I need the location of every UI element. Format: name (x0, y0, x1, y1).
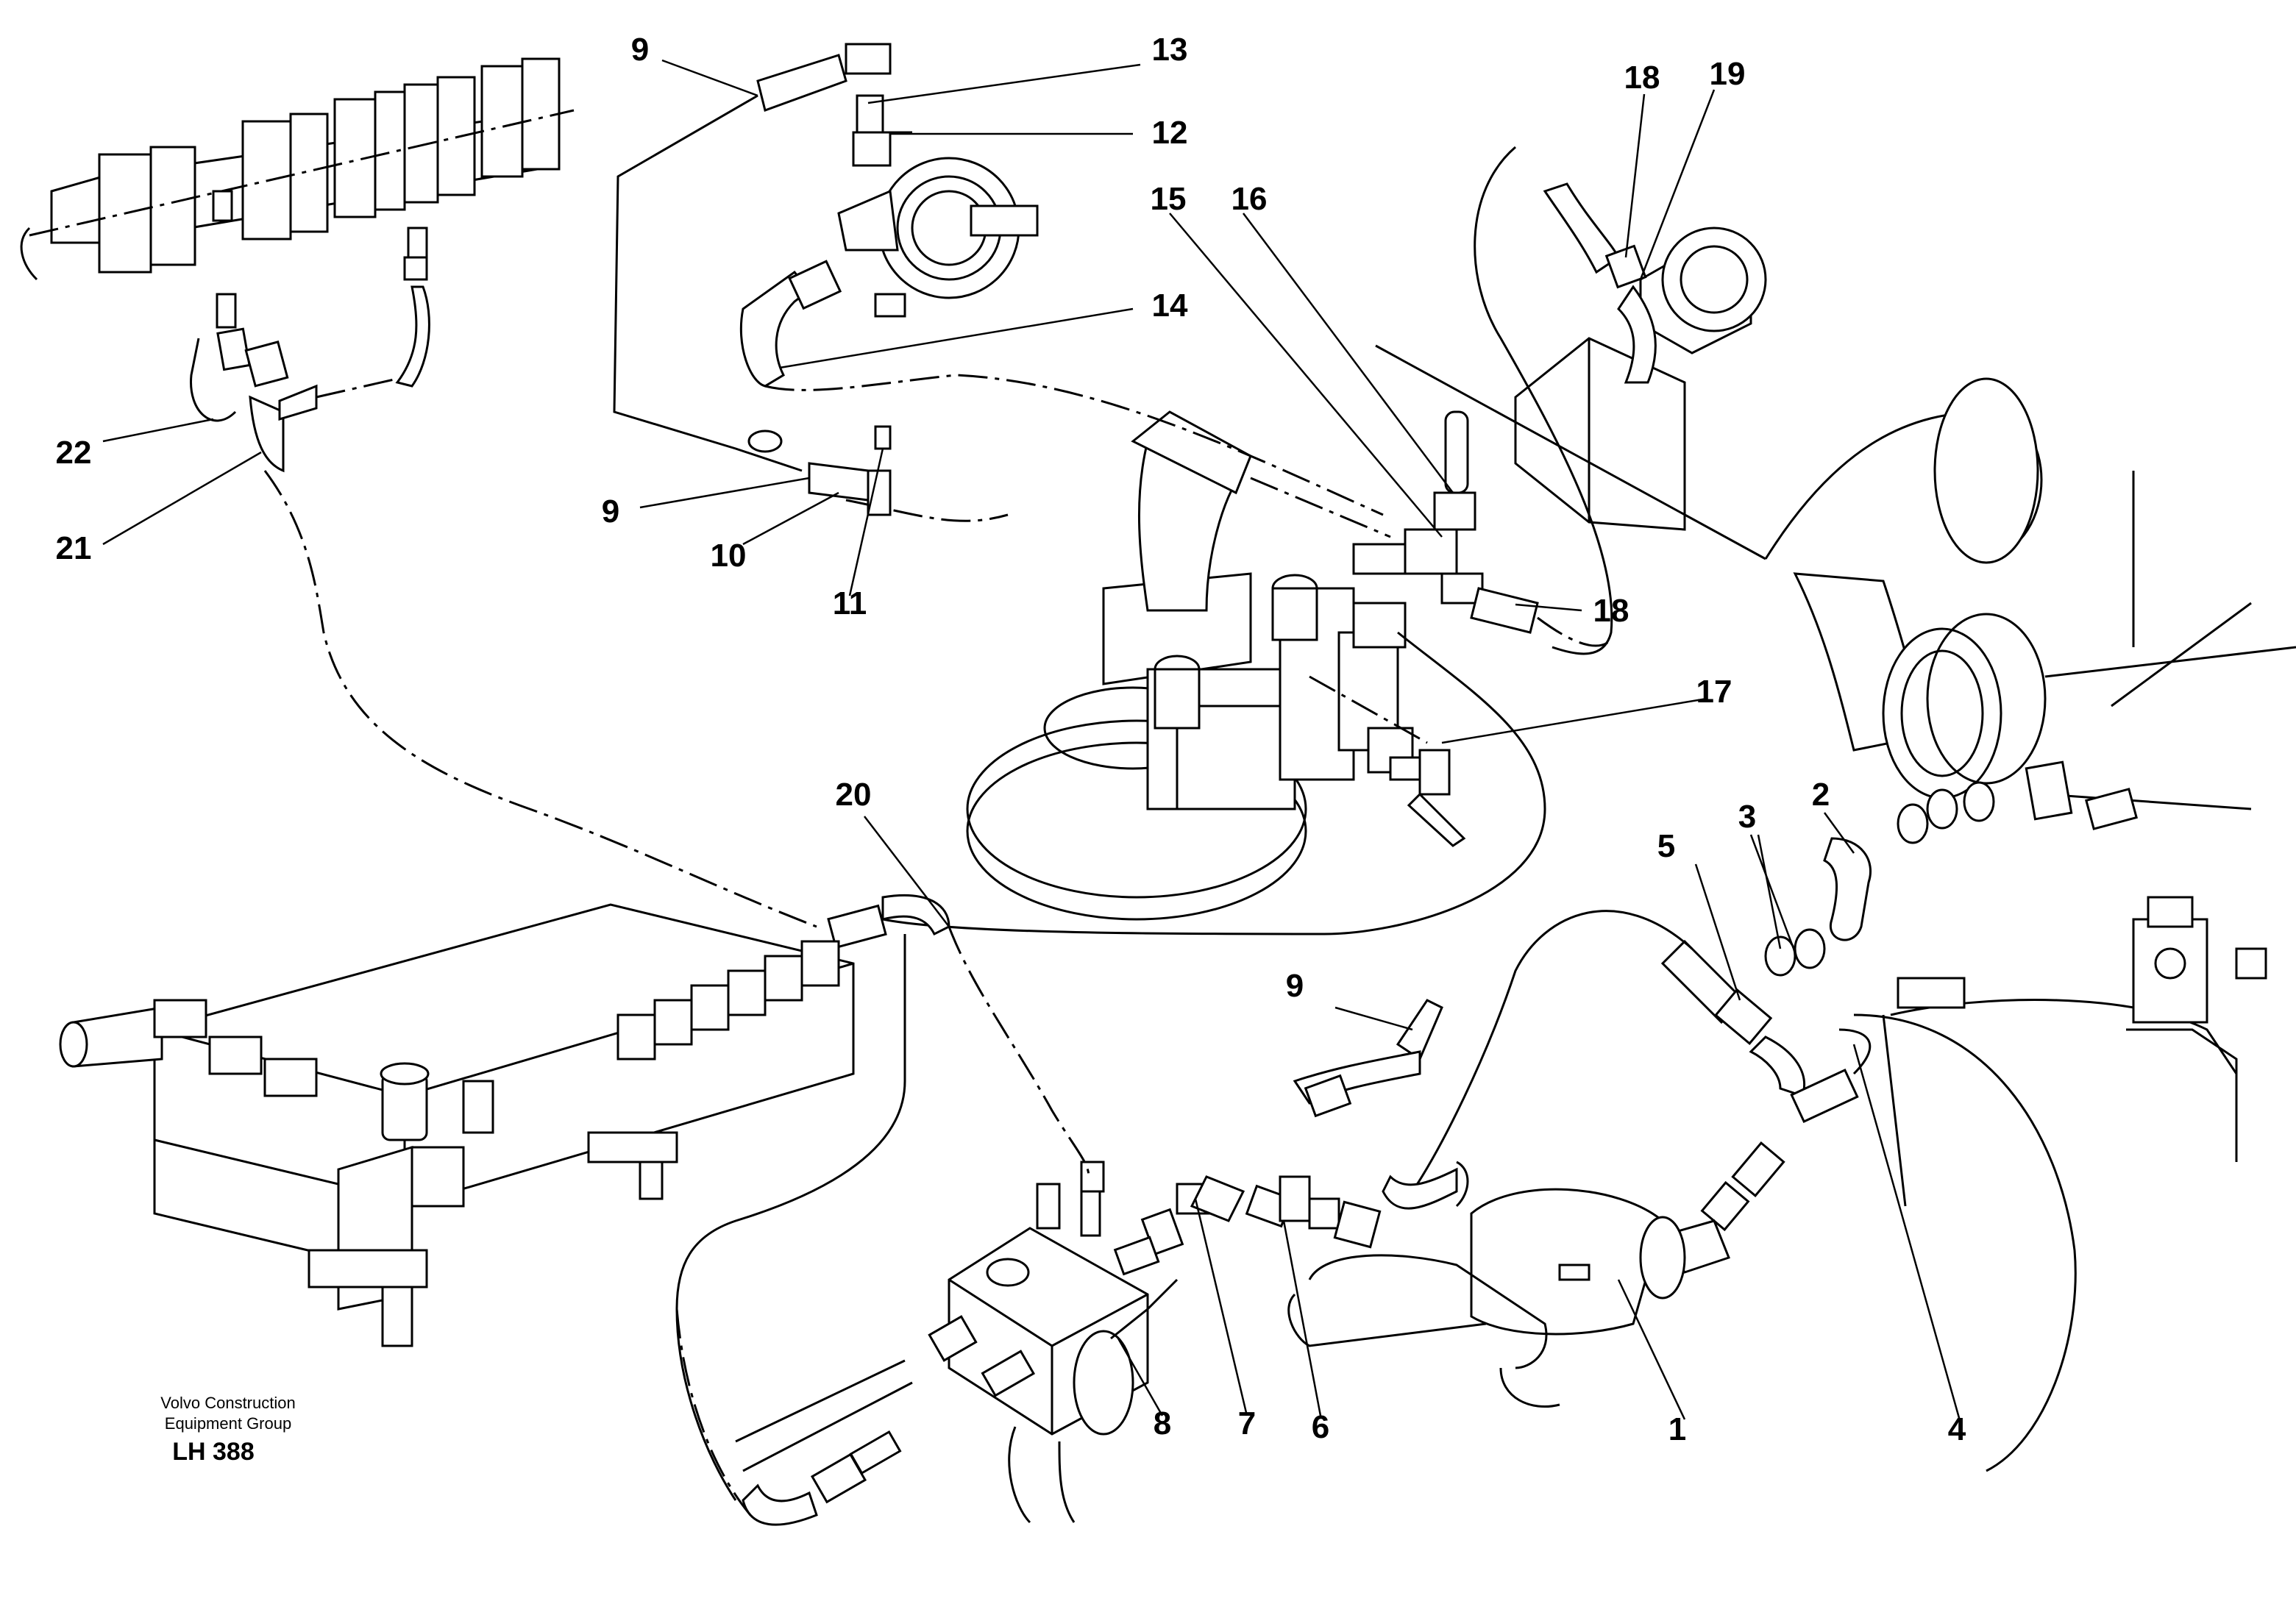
callouts: 1 2 3 4 5 6 7 8 9 9 9 10 11 12 13 14 15 … (56, 32, 1966, 1447)
callout-18-top: 18 (1624, 60, 1660, 96)
hose-20 (827, 894, 1090, 1177)
fitting-6 (1245, 1175, 1382, 1249)
callout-22: 22 (56, 435, 92, 471)
callout-9-lower: 9 (1286, 968, 1304, 1004)
engine-duct-assembly (1375, 344, 2296, 830)
clamp-10 (747, 425, 892, 516)
callout-1: 1 (1668, 1411, 1686, 1447)
callout-12: 12 (1152, 115, 1188, 151)
diagram-code: LH 388 (172, 1438, 255, 1466)
callout-18-middle: 18 (1593, 593, 1629, 629)
fittings-15-16-18 (1250, 410, 1613, 647)
caption-line-1: Volvo Construction (160, 1394, 295, 1412)
callout-3: 3 (1738, 799, 1756, 835)
callout-9-middle: 9 (602, 493, 619, 530)
valve-block-8 (735, 1161, 1179, 1524)
callout-19: 19 (1710, 56, 1746, 92)
callout-14: 14 (1152, 288, 1188, 324)
pipe-loop-17 (882, 631, 1546, 935)
callout-11: 11 (833, 585, 867, 621)
motor-bracket (1474, 146, 1767, 655)
clamps-2-3 (1764, 781, 1995, 977)
callout-20: 20 (836, 777, 872, 813)
return-line (675, 934, 906, 1501)
callout-10: 10 (711, 538, 747, 574)
fittings-1-4-5 (1660, 939, 1872, 1274)
cylinder-1 (1287, 1188, 1686, 1408)
pipe-9-upper (613, 94, 803, 472)
callout-13: 13 (1152, 32, 1188, 68)
callout-6: 6 (1312, 1409, 1329, 1445)
callout-9-top: 9 (631, 32, 649, 68)
leader-lines (102, 59, 1962, 1424)
hose-5-loop (1411, 910, 1693, 1192)
top-left-valve-block (20, 57, 575, 473)
caption-line-2: Equipment Group (165, 1414, 291, 1433)
callout-8: 8 (1154, 1405, 1171, 1441)
lower-hose-fitting (742, 1430, 902, 1526)
callout-15: 15 (1151, 181, 1187, 217)
return-line-dash (675, 1308, 752, 1516)
pipe-loop-14 (764, 374, 1384, 516)
central-swivel-assembly (966, 410, 1414, 921)
callout-4: 4 (1948, 1411, 1966, 1447)
gear-housing (1853, 896, 2267, 1472)
pump-assembly (739, 43, 1039, 388)
callout-7: 7 (1238, 1405, 1256, 1441)
fitting-17 (1309, 675, 1466, 847)
callout-16: 16 (1231, 181, 1268, 217)
main-valve-bank (59, 903, 855, 1347)
callout-5: 5 (1657, 828, 1675, 864)
hose-9-lower (1293, 999, 1469, 1210)
callout-17: 17 (1696, 674, 1732, 710)
callout-2: 2 (1812, 777, 1830, 813)
fitting-7 (1113, 1175, 1245, 1276)
pipe-line-21 (263, 470, 817, 928)
diagram-caption: Volvo Construction Equipment Group LH 38… (160, 1394, 295, 1466)
callout-21: 21 (56, 530, 92, 566)
